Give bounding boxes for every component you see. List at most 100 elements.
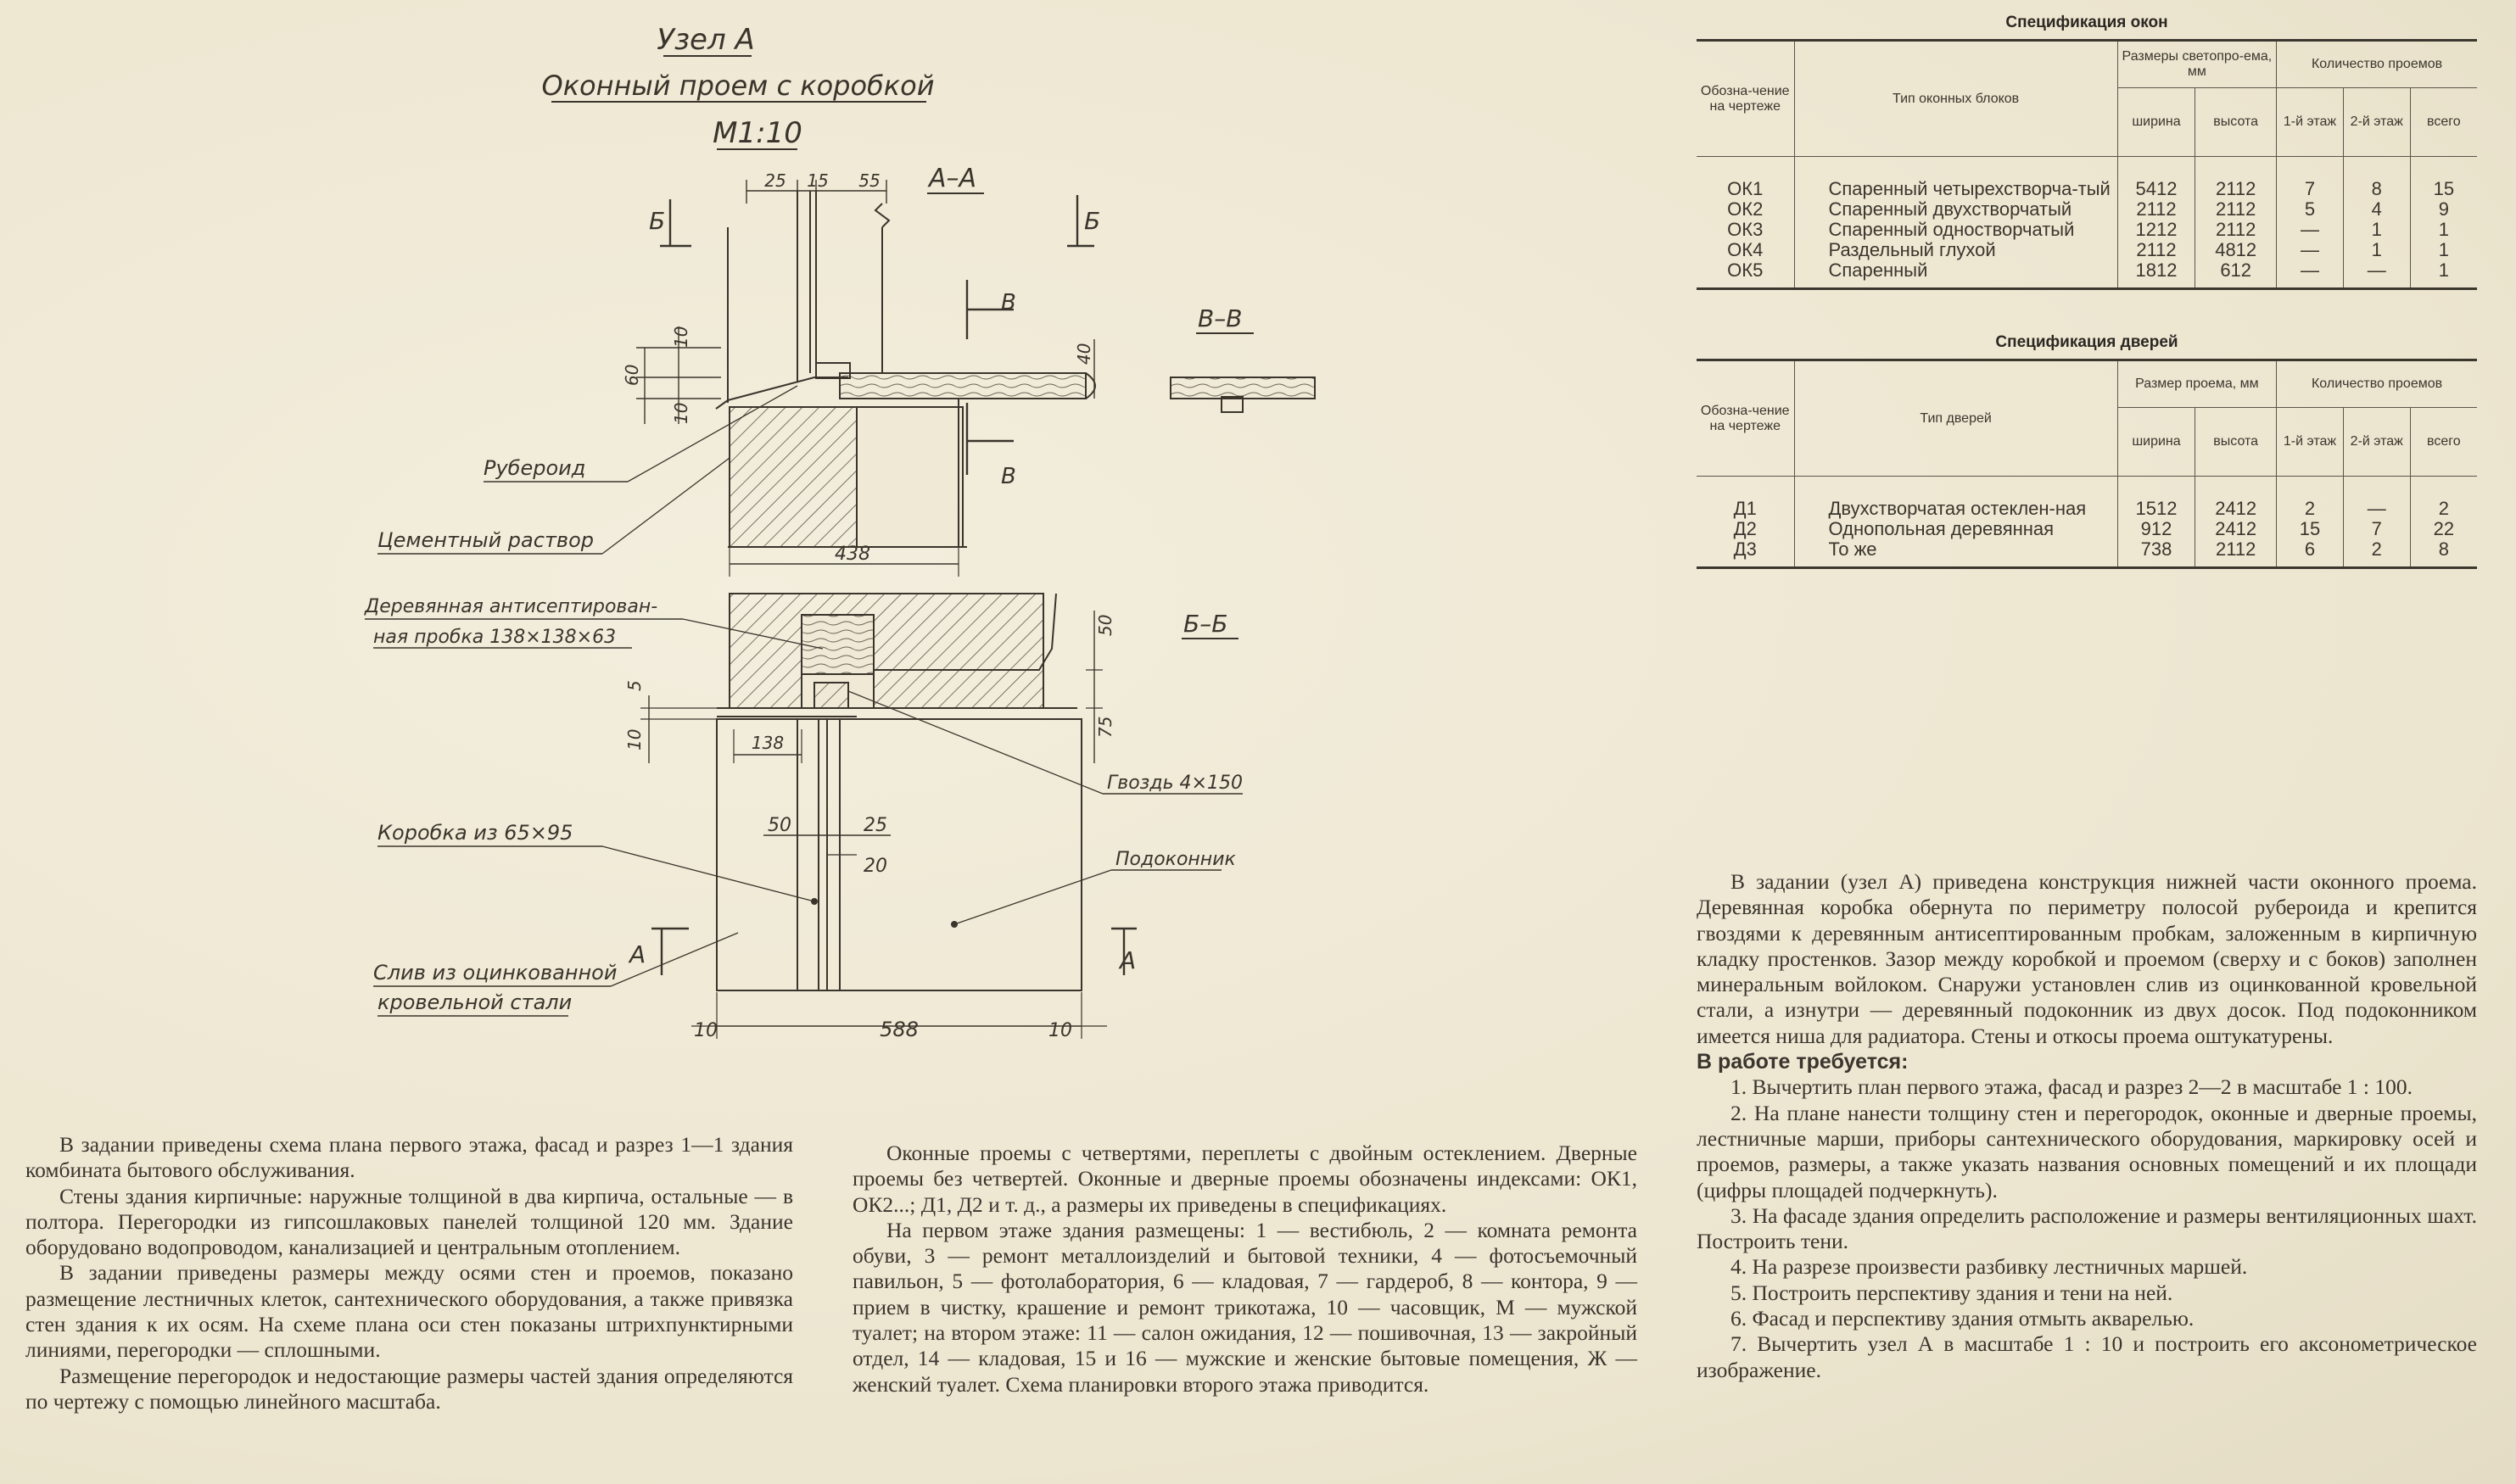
cell-f1: 15 [2276,519,2344,539]
label-ruberoid: Рубероид [484,456,585,480]
cell-total: 22 [2409,519,2477,539]
col-designation: Обозна-чение на чертеже [1697,39,1795,157]
cell-height: 612 [2195,260,2278,290]
cell-id: Д2 [1697,519,1795,539]
table-row: ОК4 Раздельный глухой 2112 4812 — 1 1 [1697,240,2477,260]
cell-height: 2112 [2195,539,2278,569]
col-total: всего [2409,87,2477,157]
cell-id: ОК5 [1697,260,1795,290]
col-floor1: 1-й этаж [2276,87,2344,157]
cell-height: 2112 [2195,220,2278,240]
label-nail: Гвоздь 4×150 [1107,773,1243,794]
label-drip-line1: Слив из оцинкованной [373,961,617,985]
col-width: ширина [2116,407,2196,477]
paragraph: Оконные проемы с четвертями, переплеты с… [853,1141,1637,1217]
label-plug-line1: Деревянная антисептирован- [364,596,657,617]
paragraph: В задании приведены схема плана первого … [25,1132,793,1183]
label-plug-line2: ная пробка 138×138×63 [373,627,616,648]
cell-width: 912 [2116,519,2196,539]
cut-mark-a-right: А [1118,946,1136,974]
requirement-item: 5. Построить перспективу здания и тени н… [1730,1280,2173,1305]
col-sizes: Размер проема, мм [2116,359,2278,408]
cell-f1: 2 [2276,476,2344,519]
table-row: ОК3 Спаренный одностворчатый 1212 2112 —… [1697,220,2477,240]
cell-type: Спаренный одностворчатый [1793,220,2118,240]
label-cement: Цементный раствор [377,528,594,552]
cell-type: Спаренный двухстворчатый [1793,199,2118,220]
section-aa [715,191,1096,577]
cut-mark-a-left: А [628,940,646,968]
col-height: высота [2195,87,2278,157]
col-type: Тип оконных блоков [1793,39,2118,157]
dim-138: 138 [752,733,784,753]
cell-id: ОК2 [1697,199,1795,220]
doors-spec-title: Спецификация дверей [1995,333,2178,351]
cell-total: 2 [2409,476,2477,519]
label-sill: Подоконник [1115,849,1236,870]
requirement-item: 3. На фасаде здания определить расположе… [1697,1202,2477,1254]
drawing-scale: М1:10 [713,116,802,150]
cell-f2: 8 [2342,156,2411,199]
table-row: Д1 Двухстворчатая остеклен-ная 1512 2412… [1697,476,2477,519]
technical-drawing: Узел А Оконный проем с коробкой М1:10 А–… [364,23,1316,1041]
dim-25-lower: 25 [864,815,887,836]
col-count: Количество проемов [2276,39,2477,88]
cell-width: 2112 [2116,240,2196,260]
cell-f1: — [2276,260,2344,290]
dim-10-right: 10 [1048,1020,1072,1041]
label-drip-line2: кровельной стали [377,990,572,1014]
cell-height: 2112 [2195,199,2278,220]
windows-table: Обозна-чение на чертеже Тип оконных блок… [1697,39,2477,290]
cell-width: 738 [2116,539,2196,569]
section-aa-label: А–А [927,164,976,193]
col-floor1: 1-й этаж [2276,407,2344,477]
requirement-item: 6. Фасад и перспективу здания отмыть акв… [1730,1306,2195,1331]
cell-height: 2412 [2195,519,2278,539]
cell-width: 1512 [2116,476,2196,519]
cell-total: 15 [2409,156,2477,199]
dim-438: 438 [835,544,870,565]
requirements-title: В работе требуется: [1697,1050,1909,1074]
cell-f2: 1 [2342,220,2411,240]
col-height: высота [2195,407,2278,477]
doors-spec: Спецификация дверей Обозна-чение на черт… [1697,333,2477,569]
cell-f1: 7 [2276,156,2344,199]
cell-width: 2112 [2116,199,2196,220]
section-bb [640,593,1107,1039]
dim-60: 60 [622,365,642,386]
cell-f2: 1 [2342,240,2411,260]
col-type: Тип дверей [1793,359,2118,477]
windows-spec-title: Спецификация окон [2005,14,2168,31]
cell-height: 2412 [2195,476,2278,519]
cell-id: ОК3 [1697,220,1795,240]
table-row: Д3 То же 738 2112 6 2 8 [1697,539,2477,569]
requirement-item: 1. Вычертить план первого этажа, фасад и… [1730,1074,2413,1100]
cell-type: Двухстворчатая остеклен-ная [1793,476,2118,519]
requirement-item: 4. На разрезе произвести разбивку лестни… [1730,1254,2248,1280]
requirement-item: 7. Вычертить узел А в масштабе 1 : 10 и … [1697,1331,2477,1382]
cell-total: 8 [2409,539,2477,569]
section-vv-label: В–В [1198,304,1242,332]
cell-height: 4812 [2195,240,2278,260]
cell-f2: 4 [2342,199,2411,220]
cut-mark-b-left: Б [649,207,665,235]
dim-15-top: 15 [807,170,828,191]
dim-40: 40 [1074,343,1094,365]
text-left-column: В задании приведены схема плана первого … [25,1132,793,1414]
col-floor2: 2-й этаж [2342,407,2411,477]
cell-id: Д3 [1697,539,1795,569]
cell-id: ОК4 [1697,240,1795,260]
cell-f1: 6 [2276,539,2344,569]
cell-type: Раздельный глухой [1793,240,2118,260]
dim-10c: 10 [624,729,645,750]
dim-588: 588 [880,1018,919,1041]
cell-type: То же [1793,539,2118,569]
dim-50-lower: 50 [768,815,791,836]
windows-spec: Спецификация окон Обозна-чение на чертеж… [1697,14,2477,290]
cell-f2: 2 [2342,539,2411,569]
cell-f1: — [2276,220,2344,240]
paragraph: Стены здания кирпичные: наружные толщино… [25,1183,793,1260]
drawing-subtitle: Оконный проем с коробкой [542,70,935,102]
col-total: всего [2409,407,2477,477]
col-floor2: 2-й этаж [2342,87,2411,157]
